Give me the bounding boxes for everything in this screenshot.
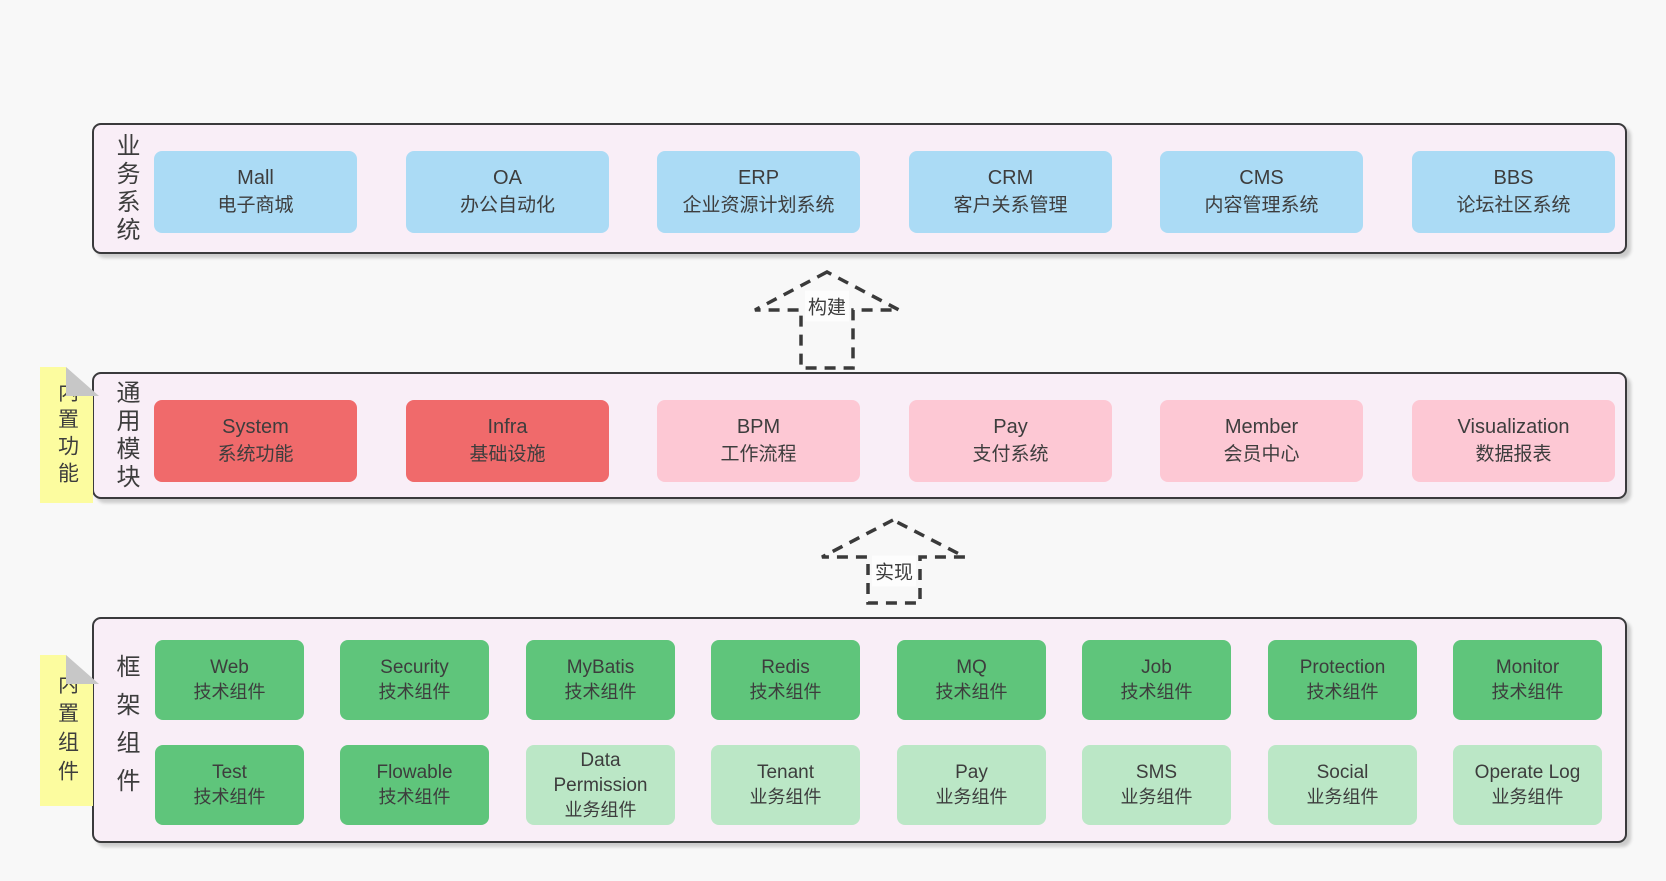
node-title: CRM (987, 167, 1034, 189)
node-title: OA (493, 167, 522, 189)
node-title: Pay (993, 416, 1028, 438)
node-protection: Protection 技术组件 (1268, 640, 1417, 720)
node-title: Protection (1299, 657, 1386, 678)
node-social: Social 业务组件 (1268, 745, 1417, 825)
arrow-implement (821, 518, 966, 605)
node-flowable: Flowable 技术组件 (340, 745, 489, 825)
node-title: Tenant (756, 762, 815, 783)
node-title: Security (380, 657, 449, 678)
band-common-modules-label: 通用模块 (112, 379, 139, 492)
node-subtitle: 业务组件 (935, 787, 1008, 807)
node-subtitle: 技术组件 (749, 682, 822, 702)
node-subtitle: 客户关系管理 (953, 195, 1068, 216)
arrow-build-label: 构建 (804, 290, 850, 322)
band-business-systems-label: 业务系统 (112, 132, 139, 245)
node-title: Mall (237, 167, 274, 189)
node-title: Web (210, 657, 249, 678)
node-subtitle: 工作流程 (720, 444, 797, 465)
node-title: CMS (1239, 167, 1284, 189)
node-infra: Infra 基础设施 (406, 400, 609, 482)
node-subtitle: 办公自动化 (459, 195, 555, 216)
arrow-build (754, 270, 900, 370)
node-title: Infra (487, 416, 528, 438)
node-subtitle: 论坛社区系统 (1456, 195, 1571, 216)
node-bbs: BBS 论坛社区系统 (1412, 151, 1615, 233)
node-title: Job (1141, 657, 1172, 678)
node-subtitle: 企业资源计划系统 (682, 195, 835, 216)
node-subtitle: 技术组件 (193, 787, 266, 807)
band-business-systems: 业务系统 Mall 电子商城 OA 办公自动化 ERP 企业资源计划系统 CRM… (92, 123, 1627, 254)
node-title: Redis (761, 657, 810, 678)
node-subtitle: 技术组件 (378, 787, 451, 807)
node-security: Security 技术组件 (340, 640, 489, 720)
node-title: Flowable (376, 762, 453, 783)
node-title: Member (1224, 416, 1299, 438)
node-tenant: Tenant 业务组件 (711, 745, 860, 825)
node-title: Pay (955, 762, 988, 783)
node-subtitle: 业务组件 (564, 799, 637, 820)
node-system: System 系统功能 (154, 400, 357, 482)
arrow-implement-label: 实现 (871, 555, 917, 587)
node-title: MQ (956, 657, 987, 678)
node-subtitle: 数据报表 (1475, 444, 1552, 465)
node-title: Monitor (1495, 657, 1560, 678)
node-subtitle: 技术组件 (1491, 682, 1564, 702)
node-mq: MQ 技术组件 (897, 640, 1046, 720)
node-subtitle: 业务组件 (1306, 787, 1379, 807)
band-framework-components: 框架组件 Web 技术组件 Security 技术组件 MyBatis 技术组件… (92, 617, 1627, 843)
node-subtitle: 技术组件 (1306, 682, 1379, 702)
node-subtitle: 业务组件 (1491, 787, 1564, 807)
node-subtitle: 支付系统 (972, 444, 1049, 465)
node-title: ERP (737, 167, 780, 189)
node-bpm: BPM 工作流程 (657, 400, 860, 482)
band-common-modules: 通用模块 System 系统功能 Infra 基础设施 BPM 工作流程 Pay… (92, 372, 1627, 499)
node-member: Member 会员中心 (1160, 400, 1363, 482)
node-sms: SMS 业务组件 (1082, 745, 1231, 825)
node-pay: Pay 支付系统 (909, 400, 1112, 482)
node-title: Operate Log (1474, 762, 1581, 783)
node-subtitle: 业务组件 (1120, 787, 1193, 807)
node-cms: CMS 内容管理系统 (1160, 151, 1363, 233)
node-operate-log: Operate Log 业务组件 (1453, 745, 1602, 825)
node-title: Data Permission (553, 749, 648, 796)
node-oa: OA 办公自动化 (406, 151, 609, 233)
node-title: BPM (736, 416, 781, 438)
node-test: Test 技术组件 (155, 745, 304, 825)
node-monitor: Monitor 技术组件 (1453, 640, 1602, 720)
node-subtitle: 技术组件 (935, 682, 1008, 702)
node-subtitle: 基础设施 (469, 444, 546, 465)
node-redis: Redis 技术组件 (711, 640, 860, 720)
node-subtitle: 技术组件 (1120, 682, 1193, 702)
node-subtitle: 业务组件 (749, 787, 822, 807)
node-title: MyBatis (566, 657, 635, 678)
node-title: BBS (1493, 167, 1534, 189)
node-web: Web 技术组件 (155, 640, 304, 720)
node-mall: Mall 电子商城 (154, 151, 357, 233)
node-visualization: Visualization 数据报表 (1412, 400, 1615, 482)
node-title: Visualization (1457, 416, 1570, 438)
node-subtitle: 系统功能 (217, 444, 294, 465)
node-title: Social (1316, 762, 1369, 783)
node-subtitle: 会员中心 (1223, 444, 1300, 465)
node-title: Test (212, 762, 247, 783)
node-job: Job 技术组件 (1082, 640, 1231, 720)
node-title: SMS (1135, 762, 1178, 783)
band-framework-components-label: 框架组件 (112, 654, 139, 806)
node-subtitle: 电子商城 (217, 195, 294, 216)
node-pay-biz: Pay 业务组件 (897, 745, 1046, 825)
node-subtitle: 技术组件 (564, 682, 637, 702)
node-data-permission: Data Permission 业务组件 (526, 745, 675, 825)
node-erp: ERP 企业资源计划系统 (657, 151, 860, 233)
node-subtitle: 技术组件 (378, 682, 451, 702)
node-title: System (222, 416, 289, 438)
node-subtitle: 技术组件 (193, 682, 266, 702)
node-crm: CRM 客户关系管理 (909, 151, 1112, 233)
node-subtitle: 内容管理系统 (1204, 195, 1319, 216)
node-mybatis: MyBatis 技术组件 (526, 640, 675, 720)
